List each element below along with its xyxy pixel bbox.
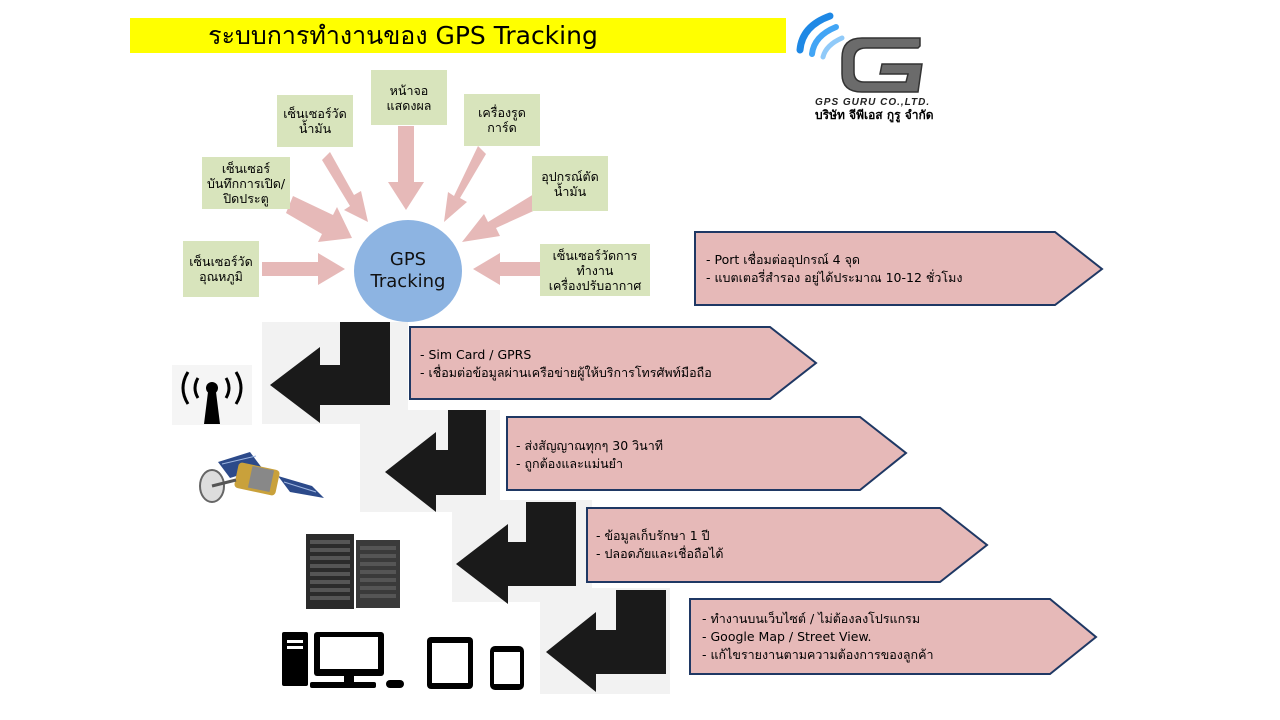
tablet-icon: [427, 637, 473, 689]
sensor-fuel: เซ็นเซอร์วัดน้ำมัน: [277, 95, 353, 147]
sensor-door: เซ็นเซอร์บันทึกการเปิด/ปิดประตู: [202, 157, 290, 209]
step-arrow-3: [456, 502, 576, 604]
callout-satellite: [506, 416, 908, 491]
gps-tracking-hub: GPS Tracking: [354, 220, 462, 322]
satellite-icon: [199, 452, 324, 503]
callout-network-text: - Sim Card / GPRS - เชื่อมต่อข้อมูลผ่านเ…: [420, 347, 712, 380]
gps-guru-logo-icon: [796, 12, 923, 93]
server-rack-icon: [306, 534, 400, 609]
callout-device: [694, 231, 1104, 306]
arrow-from-door: [286, 196, 352, 242]
step-arrow-4: [546, 590, 666, 692]
callout-device-text: - Port เชื่อมต่ออุปกรณ์ 4 จุด - แบตเตอรี…: [706, 252, 963, 285]
antenna-icon: [172, 365, 252, 425]
arrow-from-aircon: [473, 253, 540, 285]
arrow-from-card: [444, 146, 486, 222]
sensor-display: หน้าจอแสดงผล: [371, 70, 447, 125]
arrow-from-fuel: [322, 152, 368, 222]
callout-client-text: - ทำงานบนเว็บไซต์ / ไม่ต้องลงโปรแกรม - G…: [702, 611, 934, 662]
step-arrow-2: [385, 410, 486, 512]
arrow-from-temperature: [262, 253, 345, 285]
arrow-from-fuel-cut: [462, 194, 540, 242]
callout-server: [586, 507, 989, 583]
sensor-fuel-cut: อุปกรณ์ตัดน้ำมัน: [532, 156, 608, 211]
callout-network: [409, 326, 818, 400]
callout-client: [689, 598, 1098, 675]
step-arrow-1: [270, 322, 390, 423]
sensor-arrows: [262, 126, 540, 285]
sensor-temperature: เซ็นเซอร์วัดอุณหภูมิ: [183, 241, 259, 297]
sensor-aircon: เซ็นเซอร์วัดการทำงานเครื่องปรับอากาศ: [540, 244, 650, 296]
callout-server-text: - ข้อมูลเก็บรักษา 1 ปี - ปลอดภัยและเชื่อ…: [596, 528, 724, 561]
desktop-computer-icon: [282, 632, 404, 688]
sensor-card-reader: เครื่องรูดการ์ด: [464, 94, 540, 146]
smartphone-icon: [490, 646, 524, 690]
logo-company-en: GPS GURU CO.,LTD.: [815, 97, 931, 108]
callout-satellite-text: - ส่งสัญญาณทุกๆ 30 วินาที - ถูกต้องและแม…: [516, 438, 663, 471]
arrow-from-display: [388, 126, 424, 210]
step-arrows: [270, 322, 666, 692]
title-banner: ระบบการทำงานของ GPS Tracking: [130, 18, 786, 53]
page-title: ระบบการทำงานของ GPS Tracking: [208, 20, 598, 50]
callouts: [409, 231, 1104, 675]
logo-company-th: บริษัท จีพีเอส กูรู จำกัด: [815, 108, 934, 122]
